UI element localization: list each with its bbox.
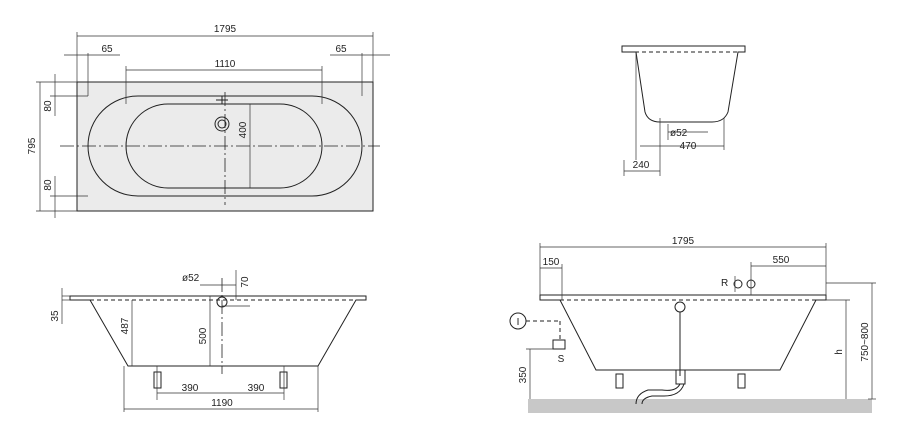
foot-right [279, 371, 288, 389]
install-overall-length: 1795 [672, 236, 695, 247]
top-rim-left: 65 [101, 44, 113, 55]
front-rim-thickness: 35 [50, 310, 61, 322]
front-inner-depth: 487 [120, 317, 131, 334]
drain-pipe [635, 383, 681, 405]
floor [528, 399, 872, 413]
front-foot-span: 1190 [211, 398, 233, 409]
front-foot-left: 390 [182, 383, 199, 394]
overflow-circle-install [674, 301, 686, 313]
top-view: 1795 65 65 1110 795 80 80 400 [27, 24, 390, 218]
top-overall-length: 1795 [214, 24, 237, 35]
end-offset: 240 [633, 160, 650, 171]
tap-left-icon [733, 279, 743, 289]
foot-left [153, 371, 162, 389]
install-tap-label: R [721, 278, 728, 289]
end-base-width: 470 [680, 141, 697, 152]
front-foot-right: 390 [248, 383, 265, 394]
end-view: ø52 470 240 [621, 45, 746, 176]
top-margin-top: 80 [43, 100, 54, 112]
install-foot-left [615, 373, 624, 389]
bathtub-end-profile [621, 45, 746, 123]
drain-pipe-inner [641, 383, 685, 405]
install-s-label: S [558, 354, 565, 365]
top-inner-width: 400 [238, 121, 249, 138]
install-height-label: h [834, 349, 845, 355]
overflow-mark-top [216, 96, 228, 104]
front-section: 35 487 500 ø52 70 390 390 1190 [50, 270, 367, 412]
end-drain-diameter: ø52 [670, 128, 688, 139]
install-tap-offset: 550 [773, 255, 790, 266]
install-foot-right [737, 373, 746, 389]
tap-right-icon [746, 279, 756, 289]
top-overall-width: 795 [27, 137, 38, 154]
top-rim-right: 65 [335, 44, 347, 55]
front-overflow-offset: 70 [240, 276, 251, 288]
front-drain-diameter: ø52 [182, 273, 200, 284]
front-overall-depth: 500 [198, 327, 209, 344]
install-circle-label: I [517, 317, 520, 328]
install-left-offset: 150 [543, 257, 560, 268]
drain-body-install [675, 369, 686, 385]
top-inner-length: 1110 [215, 59, 236, 70]
install-floor-to-drain: 350 [518, 366, 529, 383]
installation-view: 1795 150 550 R I S 350 [509, 236, 876, 413]
install-height-range: 750~800 [860, 322, 871, 362]
drain-inner-circle-top [217, 119, 227, 129]
drain-circle-top [214, 116, 230, 132]
bathtub-section-profile [69, 295, 367, 367]
install-s-box [552, 339, 566, 350]
top-margin-bottom: 80 [43, 179, 54, 191]
bathtub-installed-profile [539, 294, 827, 371]
